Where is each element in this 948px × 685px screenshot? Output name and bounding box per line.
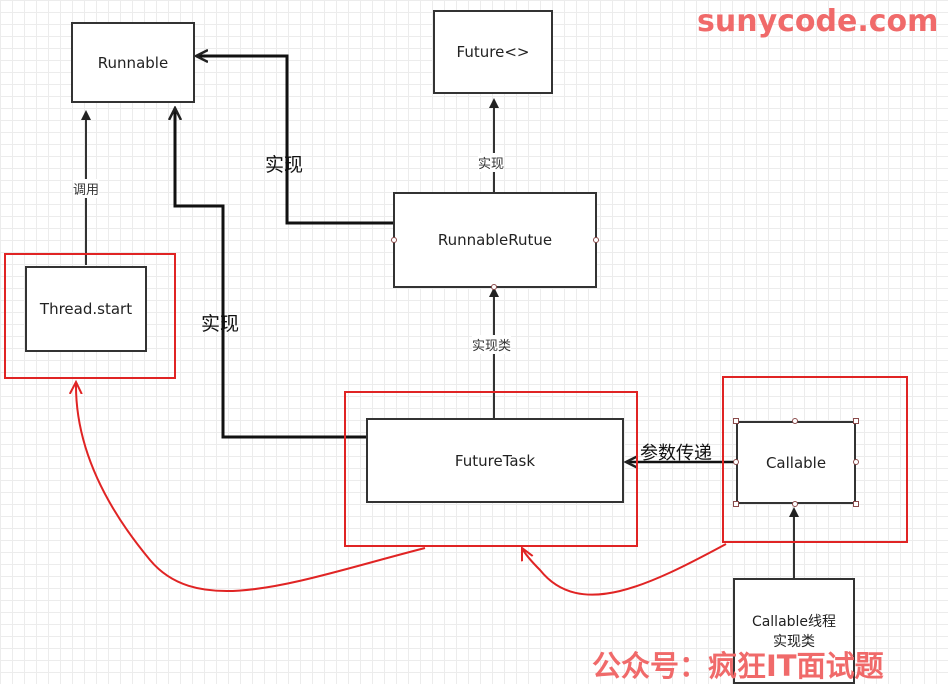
edge-label-param-pass: 参数传递 bbox=[640, 443, 712, 464]
edge-label-impl-class: 实现类 bbox=[472, 335, 512, 354]
node-callable-label: Callable bbox=[765, 453, 827, 472]
watermark-top: sunycode.com bbox=[697, 4, 939, 39]
node-future-task-label: FutureTask bbox=[454, 451, 536, 470]
edge-label-invoke: 调用 bbox=[73, 179, 100, 198]
edge-label-implements-1: 实现 bbox=[265, 154, 304, 176]
node-callable[interactable]: Callable bbox=[736, 421, 856, 504]
selection-handle[interactable] bbox=[733, 418, 739, 424]
node-callable-impl-line2: 实现类 bbox=[773, 634, 815, 650]
selection-handle[interactable] bbox=[792, 418, 798, 424]
node-future-label: Future<> bbox=[456, 43, 530, 61]
node-future[interactable]: Future<> bbox=[433, 10, 553, 94]
selection-handle[interactable] bbox=[792, 501, 798, 507]
node-runnable[interactable]: Runnable bbox=[71, 22, 195, 103]
connection-handle[interactable] bbox=[391, 237, 397, 243]
edge-runnablefuture-to-runnable bbox=[196, 56, 394, 225]
node-runnable-future[interactable]: RunnableRutue bbox=[393, 192, 597, 288]
node-thread-start[interactable]: Thread.start bbox=[25, 266, 147, 352]
connection-handle[interactable] bbox=[491, 284, 497, 290]
red-curve-futuretask-to-thread bbox=[76, 382, 426, 592]
watermark-bottom: 公众号：疯狂IT面试题 bbox=[592, 649, 884, 683]
edge-label-implements-small: 实现 bbox=[478, 153, 505, 172]
node-callable-impl[interactable]: Callable线程 实现类 bbox=[733, 578, 855, 684]
selection-handle[interactable] bbox=[733, 459, 739, 465]
selection-handle[interactable] bbox=[733, 501, 739, 507]
connection-handle[interactable] bbox=[593, 237, 599, 243]
node-thread-start-label: Thread.start bbox=[39, 300, 133, 318]
selection-handle[interactable] bbox=[853, 501, 859, 507]
selection-handle[interactable] bbox=[853, 418, 859, 424]
node-callable-impl-line1: Callable线程 bbox=[751, 614, 837, 630]
highlight-future-task bbox=[344, 391, 638, 547]
node-future-task[interactable]: FutureTask bbox=[366, 418, 624, 503]
node-runnable-label: Runnable bbox=[97, 53, 169, 72]
red-curve-callable-to-futuretask bbox=[522, 543, 727, 596]
node-runnable-future-label: RunnableRutue bbox=[437, 231, 553, 249]
edge-futuretask-to-runnable bbox=[175, 108, 366, 439]
edge-label-implements-2: 实现 bbox=[201, 313, 240, 335]
highlight-thread-start bbox=[4, 253, 176, 379]
selection-handle[interactable] bbox=[853, 459, 859, 465]
highlight-callable bbox=[722, 376, 908, 543]
